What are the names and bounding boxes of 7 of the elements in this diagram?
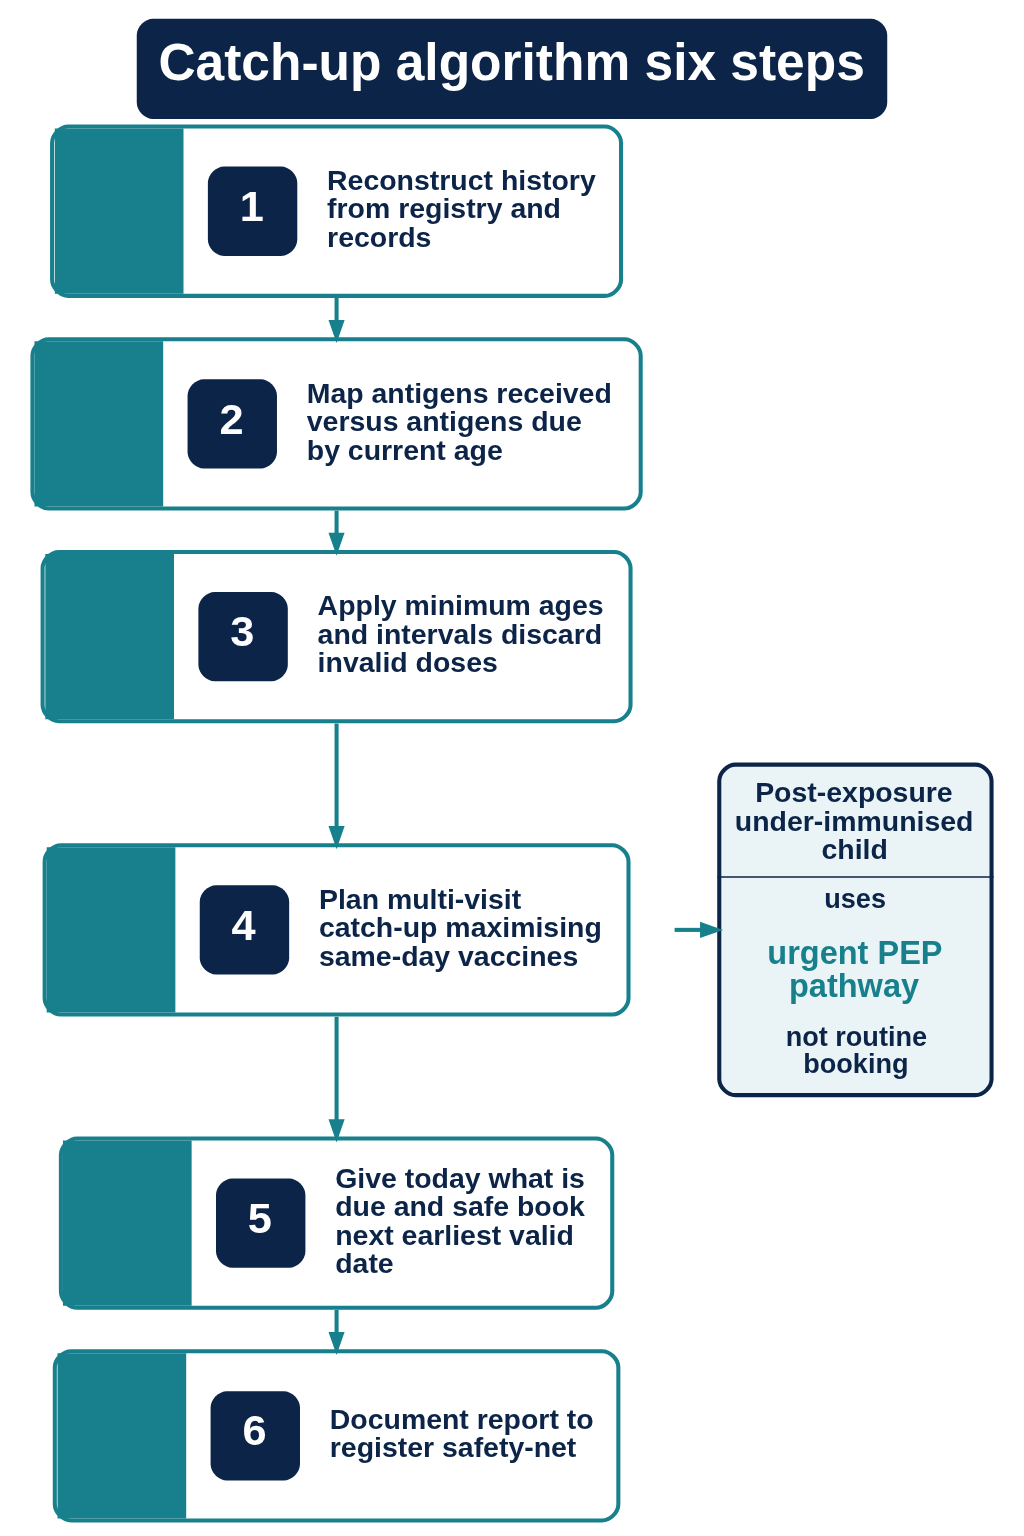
arrow — [328, 723, 345, 850]
arrow — [674, 921, 724, 938]
arrow — [328, 1016, 345, 1143]
arrow — [328, 1309, 345, 1355]
arrow — [328, 298, 345, 344]
diagram-title: Catch-up algorithm six steps — [158, 33, 865, 92]
arrow — [328, 510, 345, 556]
